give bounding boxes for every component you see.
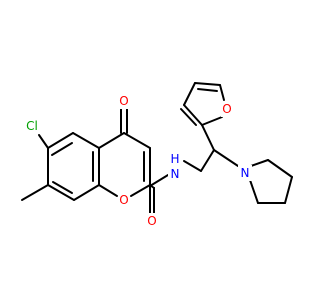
bond: [38, 134, 49, 149]
bond: [52, 181, 73, 194]
bonds: [21, 82, 293, 216]
pyrrolidine-nitrogen-atom: N: [238, 165, 252, 181]
ketone-oxygen-atom: O: [118, 93, 130, 109]
bond: [201, 124, 215, 151]
chlorine-label: Cl: [26, 119, 38, 133]
bond: [47, 132, 74, 149]
bond: [213, 149, 239, 167]
bond: [249, 179, 259, 204]
bond: [73, 184, 100, 201]
bond: [183, 104, 203, 126]
amide-oxygen-label: O: [147, 214, 156, 228]
bond: [98, 132, 125, 149]
atom-labels: Cl O O O H N O N: [22, 93, 252, 229]
ring-oxygen-label: O: [119, 193, 128, 207]
chlorine-atom: Cl: [22, 118, 42, 134]
chemical-structure-diagram: Cl O O O H N O N: [21, 82, 293, 229]
bond: [200, 149, 215, 172]
amide-oxygen-atom: O: [146, 213, 158, 229]
bond: [180, 108, 197, 126]
bond: [183, 82, 196, 106]
bond: [130, 184, 151, 197]
bond: [201, 116, 223, 126]
bond: [219, 84, 225, 101]
bond: [149, 174, 169, 187]
bond: [267, 159, 293, 178]
pyrrolidine-nitrogen-label: N: [241, 166, 250, 180]
amide-nitrogen-atom: H N: [168, 152, 182, 182]
furan-oxygen-atom: O: [221, 101, 233, 117]
bond: [284, 176, 293, 204]
bond: [21, 184, 49, 201]
ketone-oxygen-label: O: [119, 94, 128, 108]
bond: [72, 132, 100, 149]
ring-oxygen-atom: O: [118, 192, 130, 208]
bond: [183, 160, 202, 172]
bond: [51, 142, 73, 156]
bond: [98, 184, 118, 197]
bond: [197, 88, 218, 92]
bond: [250, 159, 269, 167]
bond: [194, 82, 221, 86]
amide-n-label: N: [171, 167, 180, 181]
bond: [47, 184, 75, 201]
bond: [123, 132, 151, 149]
amide-h-label: H: [170, 152, 179, 166]
furan-oxygen-label: O: [222, 102, 231, 116]
